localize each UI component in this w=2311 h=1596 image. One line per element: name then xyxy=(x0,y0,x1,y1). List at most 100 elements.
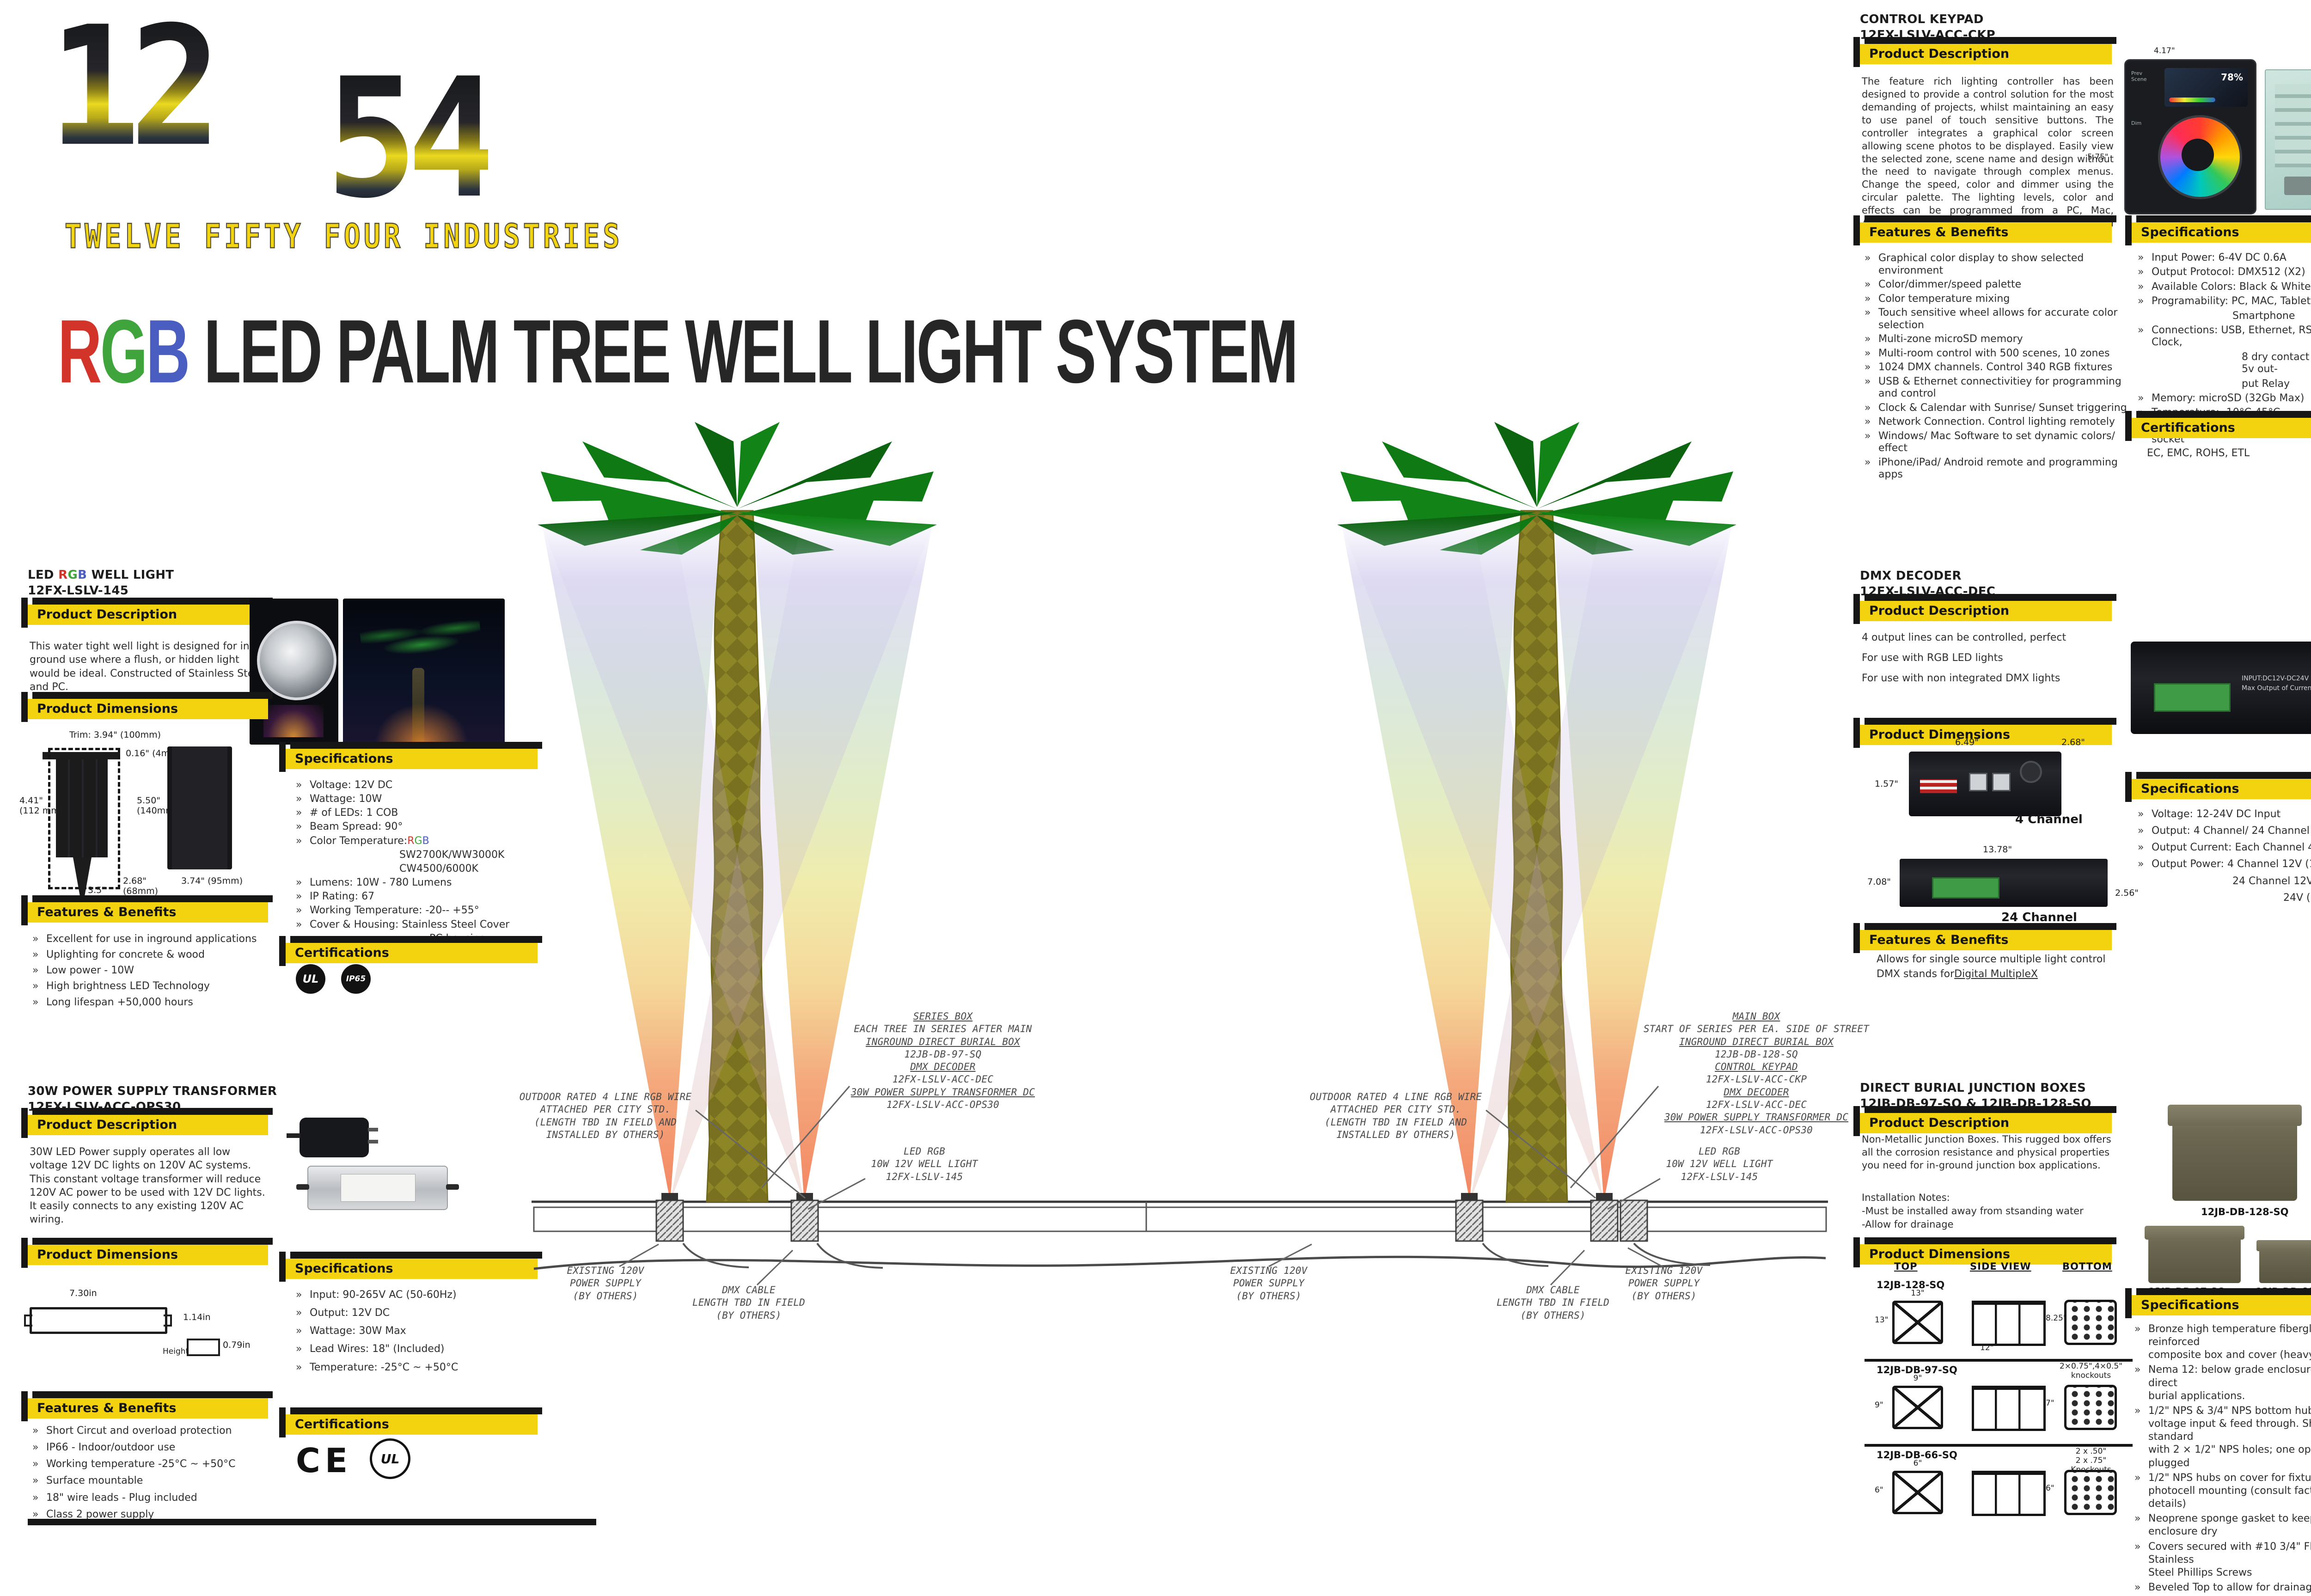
plug-cable xyxy=(287,1133,300,1138)
list-item: and control xyxy=(1878,388,1936,399)
junction-dim-side-h: 7" xyxy=(2046,1399,2054,1408)
spec-item: »# of LEDs: 1 COB xyxy=(296,807,398,819)
power-supply-label xyxy=(341,1174,416,1202)
spec-item: »Beam Spread: 90° xyxy=(296,821,403,833)
spec-item: »Voltage: 12-24V DC Input xyxy=(2138,808,2281,820)
decoder-rj45-port-2 xyxy=(1992,773,2011,791)
list-item: »Long lifespan +50,000 hours xyxy=(32,996,193,1008)
palm-night-uplight xyxy=(371,700,472,745)
spec-item: »Cover & Housing: Stainless Steel Cover xyxy=(296,918,510,930)
annotation-line: 12FX-LSLV-145 xyxy=(886,1171,963,1182)
power-supply-product-description-bar: Product Description xyxy=(21,1108,273,1138)
junction-photo-big-caption: 12JB-DB-128-SQ xyxy=(2201,1206,2289,1217)
annotation-line: INSTALLED BY OTHERS) xyxy=(546,1129,665,1140)
annotation-line: DMX CABLE xyxy=(1526,1284,1580,1296)
page-title: RGB LED PALM TREE WELL LIGHT SYSTEM xyxy=(58,300,1298,404)
junction-knockouts-label: 2×0.75",4×0.5" knockouts xyxy=(2059,1362,2123,1380)
spec-item: 24V (1152W) xyxy=(2283,892,2311,904)
junction-row-model: 12JB-DB-97-SQ xyxy=(1877,1364,1957,1376)
junction-dim-top-w: 13" xyxy=(1911,1289,1925,1298)
desc-line: 4 output lines can be controlled, perfec… xyxy=(1862,632,2066,643)
junction-photo-small xyxy=(2256,1240,2311,1283)
decoder-title: DMX DECODER xyxy=(1860,569,1962,583)
decoder-product-description-bar: Product Description xyxy=(1853,594,2116,624)
dim-height: 4.41" (112 mm) xyxy=(19,795,63,816)
annotation-line: EACH TREE IN SERIES AFTER MAIN xyxy=(854,1023,1032,1035)
power-supply-description: 30W LED Power supply operates all low vo… xyxy=(30,1146,265,1226)
spec-item: »1/2" NPS hubs on cover for fixture and … xyxy=(2134,1472,2311,1484)
annotation-line: LENGTH TBD IN FIELD xyxy=(692,1297,806,1309)
decoder-specifications-bar: Specifications xyxy=(2125,772,2311,802)
datasheet-page: { "brand": {"n12": "12", "n54": "54", "t… xyxy=(19,0,2311,1593)
plug-prong-2 xyxy=(368,1140,378,1143)
list-item: »Clock & Calendar with Sunrise/ Sunset t… xyxy=(1865,402,2127,414)
power-supply-drawing xyxy=(30,1307,167,1334)
junction-dim-row: 12JB-128-SQ 13" 13" 8.25" 12" xyxy=(1865,1277,2133,1359)
annotation-line: 12FX-LSLV-ACC-OPS30 xyxy=(886,1099,1000,1111)
junction-dim-top-h: 9" xyxy=(1875,1400,1883,1410)
decoder-photo-large: INPUT:DC12V-DC24V Max Output of Current:… xyxy=(2131,642,2311,734)
ps-drawing-ear-right xyxy=(164,1315,172,1327)
annotation-line: 30W POWER SUPPLY TRANSFORMER DC xyxy=(850,1086,1035,1098)
spec-item: »Covers secured with #10 3/4" Flathead S… xyxy=(2134,1541,2311,1565)
well-light-features-bar: Features & Benefits xyxy=(21,895,273,925)
brand-tagline: TWELVE FIFTY FOUR INDUSTRIES xyxy=(64,217,623,257)
list-item: »Windows/ Mac Software to set dynamic co… xyxy=(1865,430,2115,442)
keypad-title: CONTROL KEYPAD xyxy=(1860,12,1984,26)
power-supply-title: 30W POWER SUPPLY TRANSFORMER xyxy=(28,1084,277,1098)
annotation-line: START OF SERIES PER EA. SIDE OF STREET xyxy=(1643,1023,1870,1035)
list-item: »Multi-zone microSD memory xyxy=(1865,333,2023,345)
palm-night-photo xyxy=(343,599,505,745)
decoder-rj45-port xyxy=(1969,773,1987,791)
spec-item: »IP Rating: 67 xyxy=(296,891,375,903)
junction-dim-top-w: 6" xyxy=(1913,1459,1922,1468)
well-light-title: LED RGB WELL LIGHT xyxy=(28,568,174,582)
keypad-wiring-board xyxy=(2275,84,2311,167)
logo-1254-digits-54: 54 xyxy=(326,43,499,235)
power-supply-specs-list: »Input: 90-265V AC (50-60Hz)»Output: 12V… xyxy=(296,1289,545,1379)
spec-item: »Memory: microSD (32Gb Max) xyxy=(2138,392,2305,404)
list-item: »High brightness LED Technology xyxy=(32,980,210,992)
annotation-line: ATTACHED PER CITY STD. xyxy=(1330,1104,1461,1115)
power-supply-certifications-bar: Certifications xyxy=(279,1407,542,1437)
annotation-line: 12FX-LSLV-ACC-OPS30 xyxy=(1700,1124,1813,1136)
spec-item: »Voltage: 12V DC xyxy=(296,779,393,791)
well-light-name: LED RGB WELL LIGHT 12FX-LSLV-145 xyxy=(28,568,174,599)
annotation-line: 12JB-DB-128-SQ xyxy=(1715,1048,1798,1060)
desc-line: For use with non integrated DMX lights xyxy=(1862,673,2060,685)
list-item: »18" wire leads - Plug included xyxy=(32,1492,197,1504)
junction-photo-big-lid xyxy=(2168,1105,2302,1126)
spec-item: »Lumens: 10W - 780 Lumens xyxy=(296,877,452,889)
spec-item: »Wattage: 10W xyxy=(296,793,382,805)
keypad-description: The feature rich lighting controller has… xyxy=(1862,76,2114,242)
list-item: »IP66 - Indoor/outdoor use xyxy=(32,1442,176,1454)
junction-bottom-view xyxy=(2064,1470,2117,1515)
power-supply-lead-2 xyxy=(446,1184,459,1190)
annotation-line: (LENGTH TBD IN FIELD AND xyxy=(534,1116,677,1128)
annotation-line: POWER SUPPLY xyxy=(1233,1278,1305,1289)
well-light-features-list: »Excellent for use in inground applicati… xyxy=(32,933,282,1012)
list-item: environment xyxy=(1878,264,1944,276)
annotation-line: DMX DECODER xyxy=(1724,1086,1789,1098)
power-supply-features-list: »Short Circut and overload protection»IP… xyxy=(32,1425,284,1525)
annotation-line: (BY OTHERS) xyxy=(1631,1290,1697,1302)
decoder-features-bar: Features & Benefits xyxy=(1853,923,2116,953)
keypad-certifications-bar: Certifications xyxy=(2125,411,2311,441)
annotation-line: (LENGTH TBD IN FIELD AND xyxy=(1324,1116,1467,1128)
junction-photo-med-lid xyxy=(2145,1226,2244,1240)
spec-item: photocell mounting (consult factory for … xyxy=(2148,1485,2311,1510)
ps-dim-height-label: Height xyxy=(163,1347,189,1356)
decoder-24ch-dim-w: 13.78" xyxy=(1983,844,2012,855)
junction-specs-list: »Bronze high temperature fiberglass rein… xyxy=(2134,1323,2311,1596)
logo-1254-digits-12: 12 xyxy=(49,0,221,183)
dim-trim: Trim: 3.94" (100mm) xyxy=(69,730,161,740)
spec-item: »Nema 12: below grade enclosure for dire… xyxy=(2134,1364,2311,1389)
junction-side-view xyxy=(1972,1301,2046,1346)
annotation-line: 12FX-LSLV-ACC-DEC xyxy=(1706,1099,1807,1111)
annotation-line: (BY OTHERS) xyxy=(716,1309,782,1321)
